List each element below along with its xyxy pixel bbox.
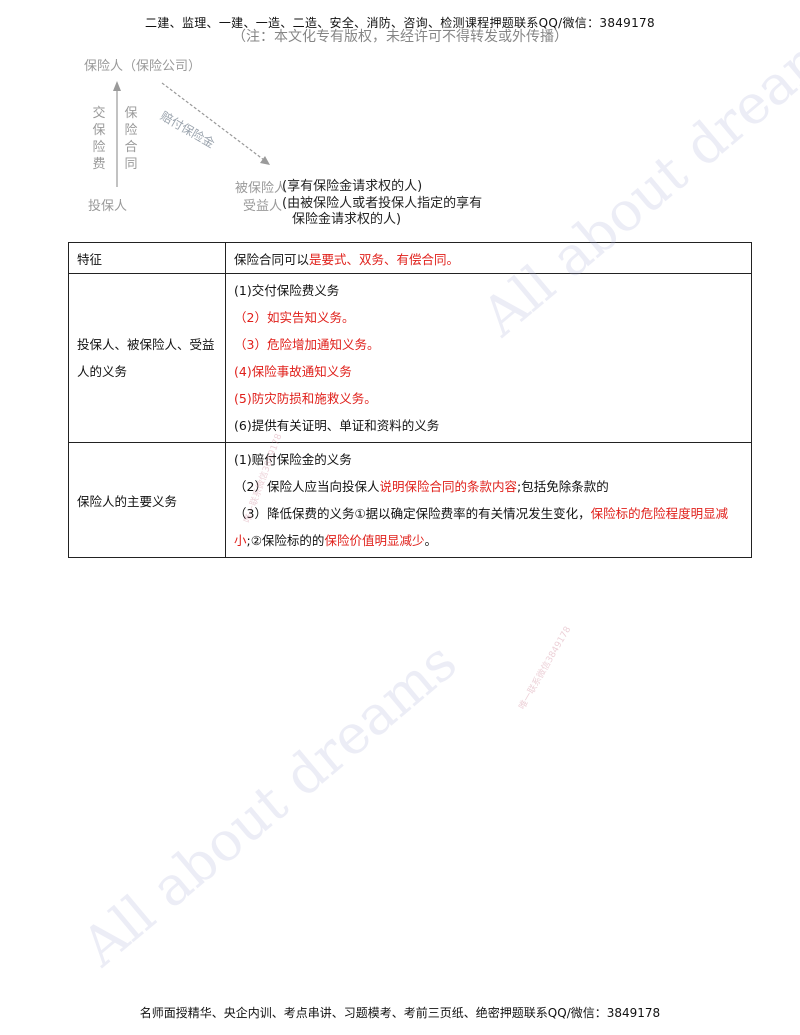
diagram-beneficiary-definition-line1: (由被保险人或者投保人指定的享有 bbox=[282, 196, 483, 211]
diagram-beneficiary-label: 受益人 bbox=[243, 199, 283, 214]
footer-contact-line: 名师面授精华、央企内训、考点串讲、习题模考、考前三页纸、绝密押题联系QQ/微信：… bbox=[139, 1006, 661, 1020]
feature-value-prefix: 保险合同可以 bbox=[234, 251, 310, 267]
diagonal-arrow-line bbox=[161, 82, 269, 164]
insurer-obligation-item-3-highlight-1: 保险标的危险程度明显减小 bbox=[234, 506, 729, 548]
policyholder-obligation-item-2: （2）如实告知义务。 bbox=[234, 310, 355, 325]
insurer-obligation-item-2-suffix: ;包括免除条款的 bbox=[516, 479, 609, 494]
policyholder-obligation-item-6: (6)提供有关证明、单证和资料的义务 bbox=[234, 418, 440, 433]
feature-value-cell: 保险合同可以是要式、双务、有偿合同。 bbox=[225, 242, 752, 274]
diagonal-arrow-head bbox=[260, 156, 270, 165]
insurance-relationship-diagram: 保险人（保险公司） 交保险费 保险合同 赔付保险金 投保人 被保险人 受益人 (… bbox=[70, 55, 530, 230]
insurer-obligation-item-2: （2）保险人应当向投保人说明保险合同的条款内容;包括免除条款的 bbox=[234, 473, 743, 500]
diagram-arrows bbox=[113, 81, 270, 187]
policyholder-obligation-item-3: （3）危险增加通知义务。 bbox=[234, 337, 380, 352]
header-copyright-notice: （注：本文化专有版权，未经许可不得转发或外传播） bbox=[232, 29, 568, 45]
insurer-obligations-list-cell: (1)赔付保险金的义务 （2）保险人应当向投保人说明保险合同的条款内容;包括免除… bbox=[225, 442, 752, 558]
diagram-insurer-label: 保险人（保险公司） bbox=[84, 59, 202, 74]
obligations-table-container: 特征 保险合同可以是要式、双务、有偿合同。 投保人、被保险人、受益人的义务 (1… bbox=[68, 242, 752, 558]
insurer-obligation-item-2-prefix: （2）保险人应当向投保人 bbox=[234, 479, 380, 494]
policyholder-obligation-item-5: (5)防灾防损和施救义务。 bbox=[234, 391, 377, 406]
policyholder-obligations-list-cell: (1)交付保险费义务 （2）如实告知义务。 （3）危险增加通知义务。 (4)保险事故通… bbox=[225, 273, 752, 443]
insurer-obligation-item-2-highlight: 说明保险合同的条款内容 bbox=[379, 479, 517, 494]
diagram-contract-label: 保险合同 bbox=[124, 106, 138, 172]
diagram-beneficiary-definition-line2: 保险金请求权的人) bbox=[292, 212, 402, 227]
feature-value-highlight: 是要式、双务、有偿合同。 bbox=[309, 251, 460, 267]
insurer-obligation-item-3-highlight-2: 保险价值明显减少 bbox=[324, 533, 425, 548]
table-row-insurer-obligations: 保险人的主要义务 (1)赔付保险金的义务 （2）保险人应当向投保人说明保险合同的… bbox=[68, 442, 752, 558]
header-contact-line: 二建、监理、一建、一造、二造、安全、消防、咨询、检测课程押题联系QQ/微信：38… bbox=[145, 16, 655, 30]
vertical-arrow-head bbox=[113, 81, 121, 91]
insurer-obligations-label-cell: 保险人的主要义务 bbox=[68, 442, 226, 558]
insurer-obligation-item-1: (1)赔付保险金的义务 bbox=[234, 452, 352, 467]
diagram-insured-definition: (享有保险金请求权的人) bbox=[282, 179, 423, 194]
insurer-obligation-item-3: （3）降低保费的义务①据以确定保险费率的有关情况发生变化，保险标的危险程度明显减… bbox=[234, 500, 743, 554]
feature-label: 特征 bbox=[77, 251, 103, 267]
policyholder-obligations-label: 投保人、被保险人、受益人的义务 bbox=[77, 337, 215, 379]
diagram-insured-label: 被保险人 bbox=[235, 181, 288, 196]
policyholder-obligation-item-1: (1)交付保险费义务 bbox=[234, 283, 340, 298]
diagram-policyholder-label: 投保人 bbox=[88, 199, 128, 214]
insurer-obligation-item-3-middle: ;②保险标的的 bbox=[246, 533, 325, 548]
table-row-policyholder-obligations: 投保人、被保险人、受益人的义务 (1)交付保险费义务 （2）如实告知义务。 （3）危… bbox=[68, 273, 752, 443]
feature-label-cell: 特征 bbox=[68, 242, 226, 274]
policyholder-obligations-label-cell: 投保人、被保险人、受益人的义务 bbox=[68, 273, 226, 443]
insurer-obligations-label: 保险人的主要义务 bbox=[77, 493, 178, 509]
table-row-feature: 特征 保险合同可以是要式、双务、有偿合同。 bbox=[68, 242, 752, 274]
watermark-large-2: All about dreams bbox=[70, 629, 469, 979]
watermark-small-2: 唯一联系微信3849178 bbox=[517, 625, 574, 712]
insurer-obligation-item-3-end: 。 bbox=[424, 533, 437, 548]
policyholder-obligation-item-4: (4)保险事故通知义务 bbox=[234, 364, 352, 379]
diagram-pay-premium-label: 交保险费 bbox=[92, 106, 106, 172]
insurer-obligation-item-3-prefix: （3）降低保费的义务①据以确定保险费率的有关情况发生变化， bbox=[234, 506, 591, 521]
obligations-table: 特征 保险合同可以是要式、双务、有偿合同。 投保人、被保险人、受益人的义务 (1… bbox=[68, 242, 752, 558]
